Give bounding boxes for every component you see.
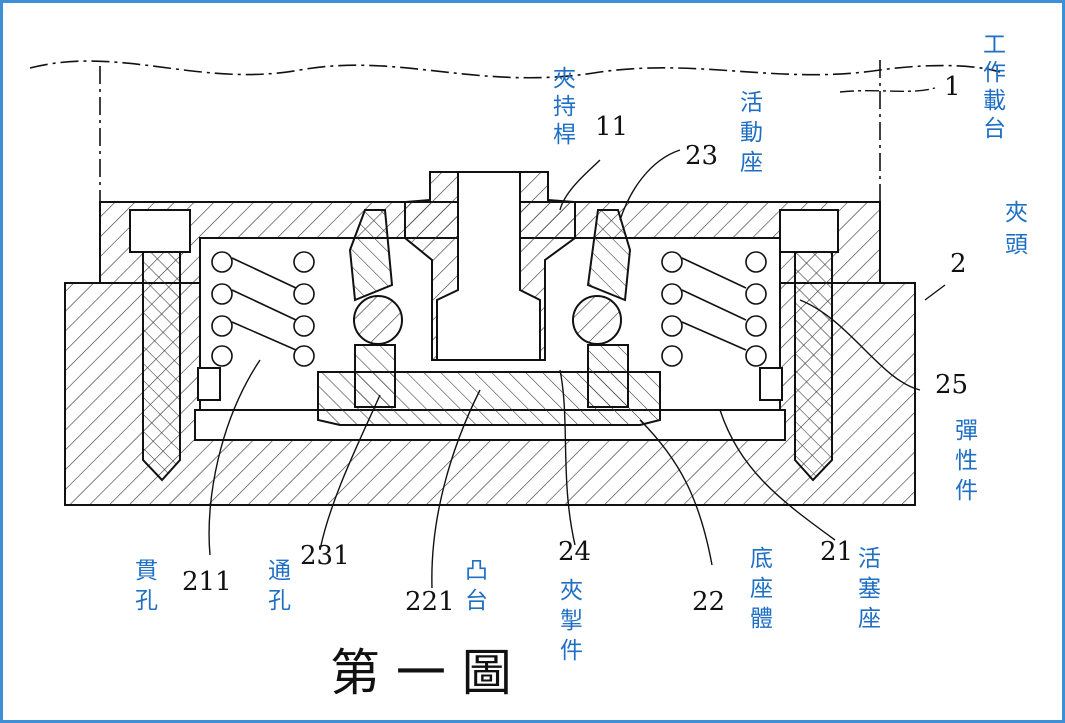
- ref-1: 1: [944, 72, 961, 102]
- label-through-hole-0: 貫: [135, 558, 158, 584]
- reference-numbers: 1 11 23 2 25 211 231 221 24 22 21: [182, 72, 968, 617]
- label-chuck-1: 頭: [1005, 232, 1028, 258]
- label-clamp-rod-0: 夾: [553, 66, 576, 92]
- label-workstage-3: 台: [983, 116, 1006, 142]
- label-clamping-0: 夾: [560, 578, 583, 604]
- boss-plate: [317, 371, 661, 426]
- label-base-2: 體: [750, 606, 773, 632]
- label-base-1: 座: [750, 576, 773, 602]
- ref-21: 21: [820, 537, 853, 567]
- bolts: [129, 209, 839, 482]
- label-clamping-2: 件: [560, 638, 583, 664]
- label-clamp-rod-2: 桿: [553, 122, 576, 148]
- label-movable-seat-1: 動: [740, 120, 763, 146]
- ref-2: 2: [950, 249, 967, 279]
- figure-title: 第 一 圖: [330, 644, 512, 702]
- movable-seat-shape: [348, 209, 632, 302]
- workstage-outline: [29, 60, 1001, 202]
- label-elastic-1: 性: [955, 448, 978, 474]
- label-elastic-2: 件: [955, 478, 978, 504]
- label-workstage-1: 作: [983, 60, 1006, 86]
- ref-221: 221: [405, 587, 455, 617]
- ref-11: 11: [595, 112, 628, 142]
- clamping-balls: [353, 295, 629, 408]
- label-workstage-2: 載: [983, 88, 1006, 114]
- label-clamp-rod-1: 持: [553, 94, 576, 120]
- leader-lines: [208, 87, 946, 589]
- label-base-0: 底: [750, 546, 773, 572]
- label-piston-1: 塞: [858, 576, 881, 602]
- clamp-rod-shape: [404, 171, 576, 361]
- ref-211: 211: [182, 567, 232, 597]
- label-passage-hole-0: 通: [268, 558, 291, 584]
- label-piston-2: 座: [858, 606, 881, 632]
- label-piston-0: 活: [858, 546, 881, 572]
- label-chuck-0: 夾: [1005, 200, 1028, 226]
- label-passage-hole-1: 孔: [268, 588, 291, 614]
- label-clamping-1: 掣: [560, 608, 583, 634]
- springs: [211, 251, 767, 367]
- label-movable-seat-2: 座: [740, 150, 763, 176]
- label-through-hole-1: 孔: [135, 588, 158, 614]
- part-labels: 工 作 載 台 夾 持 桿 活 動 座 夾 頭 彈 性 件 貫 孔 通 孔 凸 …: [135, 32, 1028, 664]
- ref-23: 23: [685, 141, 718, 171]
- ref-24: 24: [558, 537, 591, 567]
- label-boss-0: 凸: [465, 558, 488, 584]
- label-boss-1: 台: [465, 588, 488, 614]
- label-movable-seat-0: 活: [740, 90, 763, 116]
- ref-22: 22: [692, 587, 725, 617]
- label-workstage-0: 工: [983, 32, 1006, 58]
- ref-231: 231: [300, 541, 350, 571]
- ref-25: 25: [935, 370, 968, 400]
- label-elastic-0: 彈: [955, 418, 978, 444]
